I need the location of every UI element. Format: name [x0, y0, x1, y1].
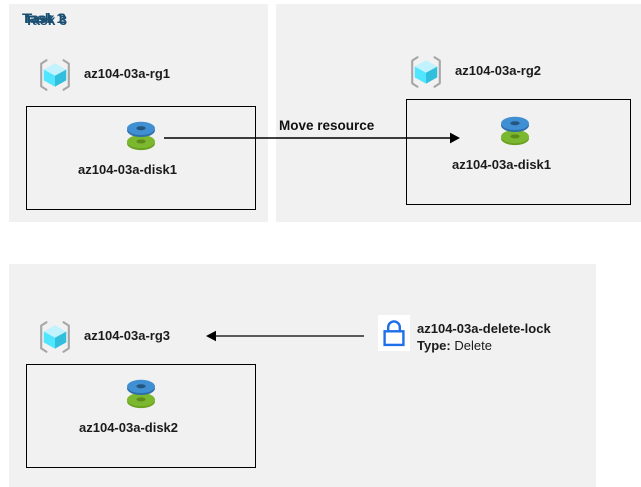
panel-title-task-2: Task 2 — [24, 11, 67, 26]
resource-group-boundary-task-2 — [406, 99, 631, 205]
resource-group-cube-icon — [407, 53, 445, 91]
resource-group-cube-icon — [36, 56, 74, 94]
connector-arrow-move-resource — [164, 130, 460, 146]
resource-label-disk1-task-1: az104-03a-disk1 — [78, 162, 178, 177]
panel-task-1 — [9, 4, 268, 222]
managed-disk-icon — [120, 114, 162, 156]
connector-arrow-delete-lock — [206, 328, 364, 344]
lock-name-label: az104-03a-delete-lock — [417, 321, 551, 336]
lock-type-key: Type: — [417, 338, 451, 353]
resource-group-boundary-task-1 — [26, 106, 256, 210]
panel-title-task-1: Task 1 — [22, 11, 65, 26]
resource-group-label-rg1: az104-03a-rg1 — [84, 66, 170, 81]
lock-icon — [378, 315, 410, 351]
lock-type-line: Type: Delete — [417, 338, 492, 353]
panel-title-task-3: Task 3 — [25, 13, 68, 28]
resource-label-disk1-task-2: az104-03a-disk1 — [452, 157, 552, 172]
panel-task-3 — [9, 264, 596, 487]
resource-group-boundary-task-3 — [26, 364, 256, 468]
resource-group-cube-icon — [36, 318, 74, 356]
managed-disk-icon — [494, 109, 536, 151]
resource-label-disk2-task-3: az104-03a-disk2 — [79, 420, 179, 435]
lock-type-value: Delete — [454, 338, 492, 353]
panel-task-2 — [276, 4, 641, 222]
managed-disk-icon — [120, 372, 162, 414]
resource-group-label-rg2: az104-03a-rg2 — [455, 63, 541, 78]
resource-group-label-rg3: az104-03a-rg3 — [84, 328, 170, 343]
connector-label-move-resource: Move resource — [279, 118, 375, 133]
